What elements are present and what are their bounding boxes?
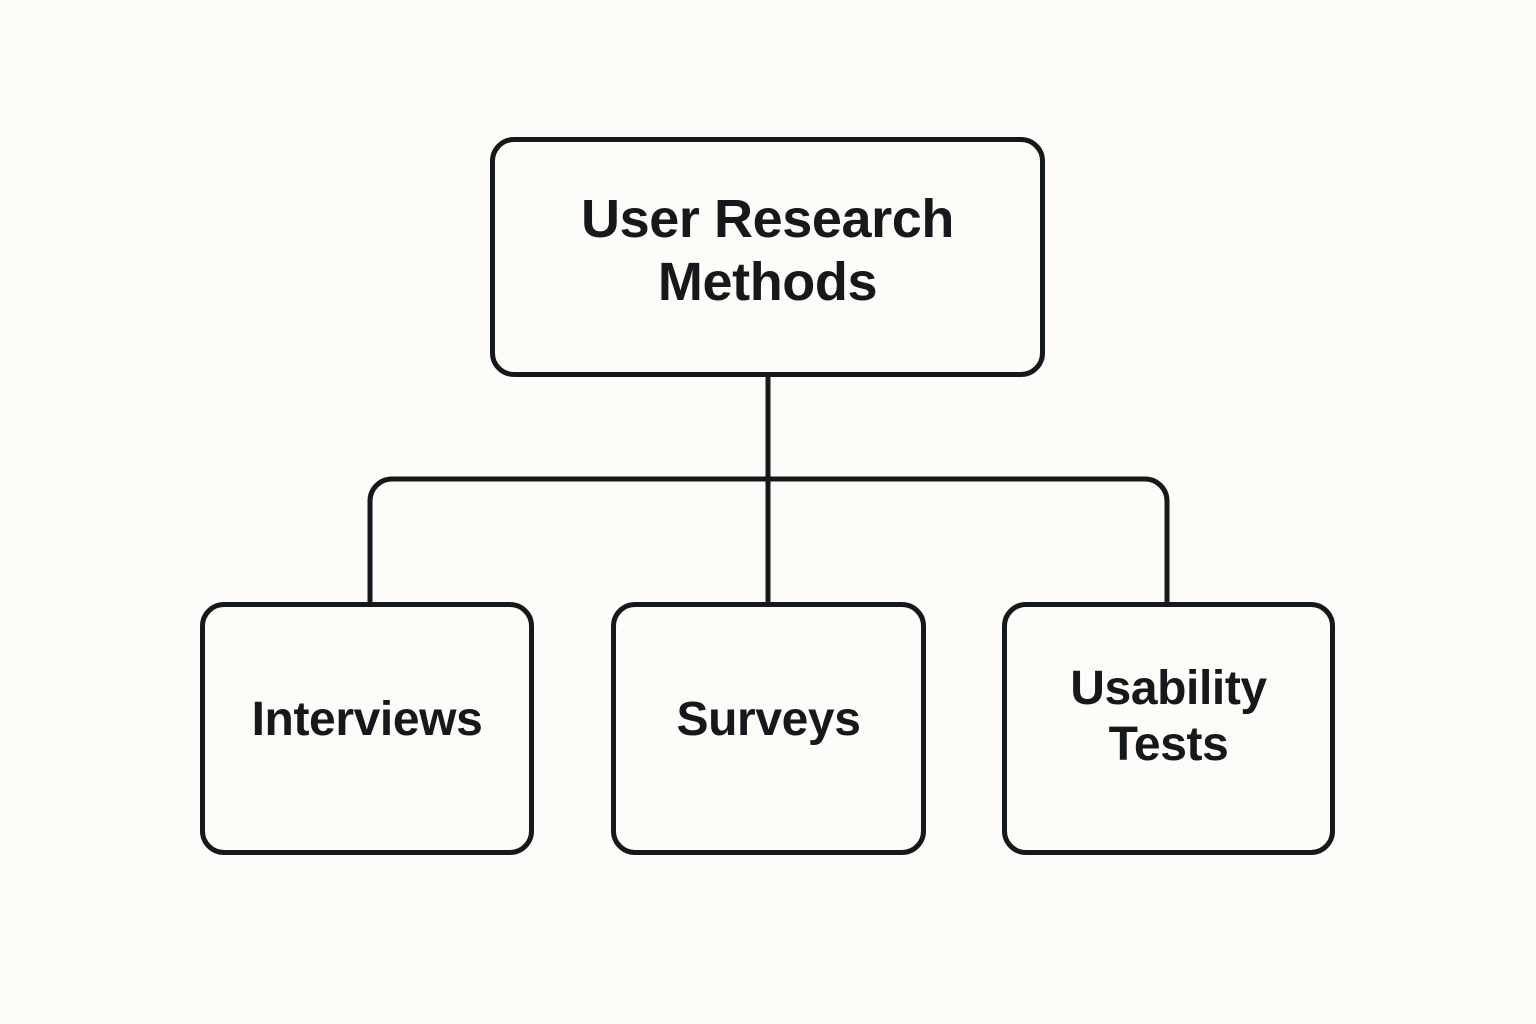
node-usability-label: Usability Tests (1070, 661, 1267, 771)
node-root-label: User Research Methods (580, 189, 955, 312)
node-usability-tests[interactable]: Usability Tests (1002, 602, 1335, 855)
edge-root-to-usability (768, 476, 1170, 602)
node-interviews-label: Interviews (251, 692, 483, 746)
node-interviews[interactable]: Interviews (200, 602, 534, 855)
node-surveys[interactable]: Surveys (611, 602, 926, 855)
node-user-research-methods[interactable]: User Research Methods (490, 137, 1045, 377)
edge-root-to-interviews (367, 476, 768, 602)
node-surveys-label: Surveys (676, 692, 861, 746)
